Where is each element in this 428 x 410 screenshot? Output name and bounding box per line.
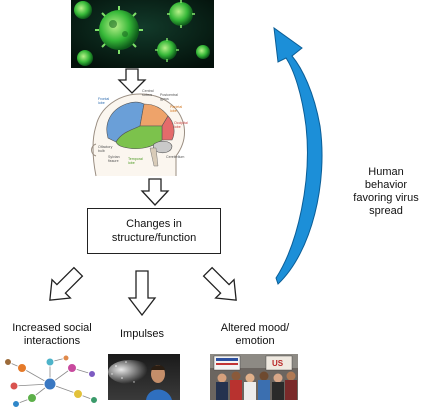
brain-label-occipital: Occipital bbox=[174, 121, 188, 125]
svg-text:fissure: fissure bbox=[108, 159, 119, 163]
label-impulses: Impulses bbox=[119, 328, 165, 340]
svg-text:lobe: lobe bbox=[170, 109, 177, 113]
spray-cloud bbox=[108, 360, 152, 384]
social-network-image bbox=[4, 354, 98, 408]
temporal-lobe bbox=[115, 125, 163, 150]
brain-label-temporal: Temporal bbox=[128, 157, 143, 161]
changes-box-label: Changes in structure/function bbox=[111, 218, 197, 244]
protest-sign bbox=[213, 355, 241, 371]
brain-label-central: Central bbox=[142, 89, 154, 93]
brain-diagram: Frontal lobe Central sulcus Postcentral … bbox=[91, 89, 188, 177]
arrow-to-social bbox=[49, 266, 84, 301]
sign-text-us: US bbox=[272, 359, 284, 368]
virus-particle-small bbox=[155, 38, 179, 62]
protest-photo: US bbox=[210, 354, 298, 400]
brain-label-frontal: Frontal bbox=[98, 97, 109, 101]
brain-label-olfactory: Olfactory bbox=[98, 145, 113, 149]
down-arrow-brain-to-box bbox=[140, 178, 170, 206]
brain-label-cerebellum: Cerebellum bbox=[166, 155, 184, 159]
network-node-center bbox=[43, 377, 57, 391]
down-arrow-virus-to-brain bbox=[117, 68, 147, 94]
svg-text:lobe: lobe bbox=[98, 101, 105, 105]
changes-box: Changes in structure/function bbox=[87, 208, 221, 254]
person-body bbox=[146, 389, 172, 400]
svg-text:gyrus: gyrus bbox=[160, 97, 169, 101]
occipital-lobe bbox=[161, 115, 175, 141]
arrow-to-impulses bbox=[127, 270, 157, 316]
svg-text:bulb: bulb bbox=[98, 149, 105, 153]
virus-particle-right bbox=[167, 0, 195, 28]
virus-particle-left bbox=[74, 1, 210, 66]
impulses-photo bbox=[108, 354, 180, 400]
brain-label-parietal: Parietal bbox=[170, 105, 182, 109]
svg-text:lobe: lobe bbox=[128, 161, 135, 165]
crowd bbox=[216, 371, 297, 400]
svg-text:sulcus: sulcus bbox=[142, 93, 152, 97]
virus-particle-large bbox=[95, 6, 143, 54]
svg-text:lobe: lobe bbox=[174, 125, 181, 129]
brain-label-sylvian: Sylvian bbox=[108, 155, 120, 159]
label-social-interactions: Increased social interactions bbox=[12, 322, 92, 347]
arrow-to-mood bbox=[202, 266, 237, 301]
virus-image bbox=[71, 0, 214, 68]
label-altered-mood: Altered mood/ emotion bbox=[220, 322, 290, 347]
brain-label-postcentral: Postcentral bbox=[160, 93, 178, 97]
feedback-curved-arrow bbox=[273, 26, 323, 285]
feedback-label: Human behavior favoring virus spread bbox=[353, 166, 419, 217]
